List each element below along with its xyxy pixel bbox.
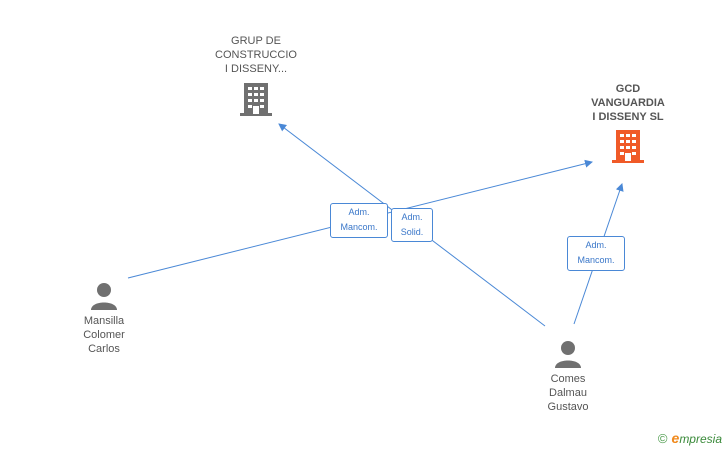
person-icon [555, 341, 581, 368]
company-node-grup[interactable]: GRUP DE CONSTRUCCIO I DISSENY... [206, 34, 306, 117]
person-node-comes[interactable]: Comes Dalmau Gustavo [526, 339, 610, 414]
edge-label-mansilla-gcd[interactable]: Adm. Mancom. [330, 203, 388, 238]
logo-text: mpresia [679, 432, 722, 446]
company-label-grup: GRUP DE CONSTRUCCIO I DISSENY... [215, 35, 297, 75]
empresia-logo: ©empresia [658, 430, 722, 446]
building-icon [240, 83, 272, 116]
building-icon [612, 130, 644, 163]
logo-e: e [671, 430, 680, 446]
company-label-gcd: GCD VANGUARDIA I DISSENY SL [591, 83, 665, 123]
company-node-gcd[interactable]: GCD VANGUARDIA I DISSENY SL [578, 82, 678, 164]
person-node-mansilla[interactable]: Mansilla Colomer Carlos [62, 281, 146, 356]
person-label-comes: Comes Dalmau Gustavo [547, 373, 589, 413]
person-icon [91, 283, 117, 310]
copyright-symbol: © [657, 431, 668, 446]
person-label-mansilla: Mansilla Colomer Carlos [83, 315, 125, 355]
edge-label-comes-gcd[interactable]: Adm. Mancom. [567, 236, 625, 271]
edge-label-comes-grup[interactable]: Adm. Solid. [391, 208, 433, 242]
